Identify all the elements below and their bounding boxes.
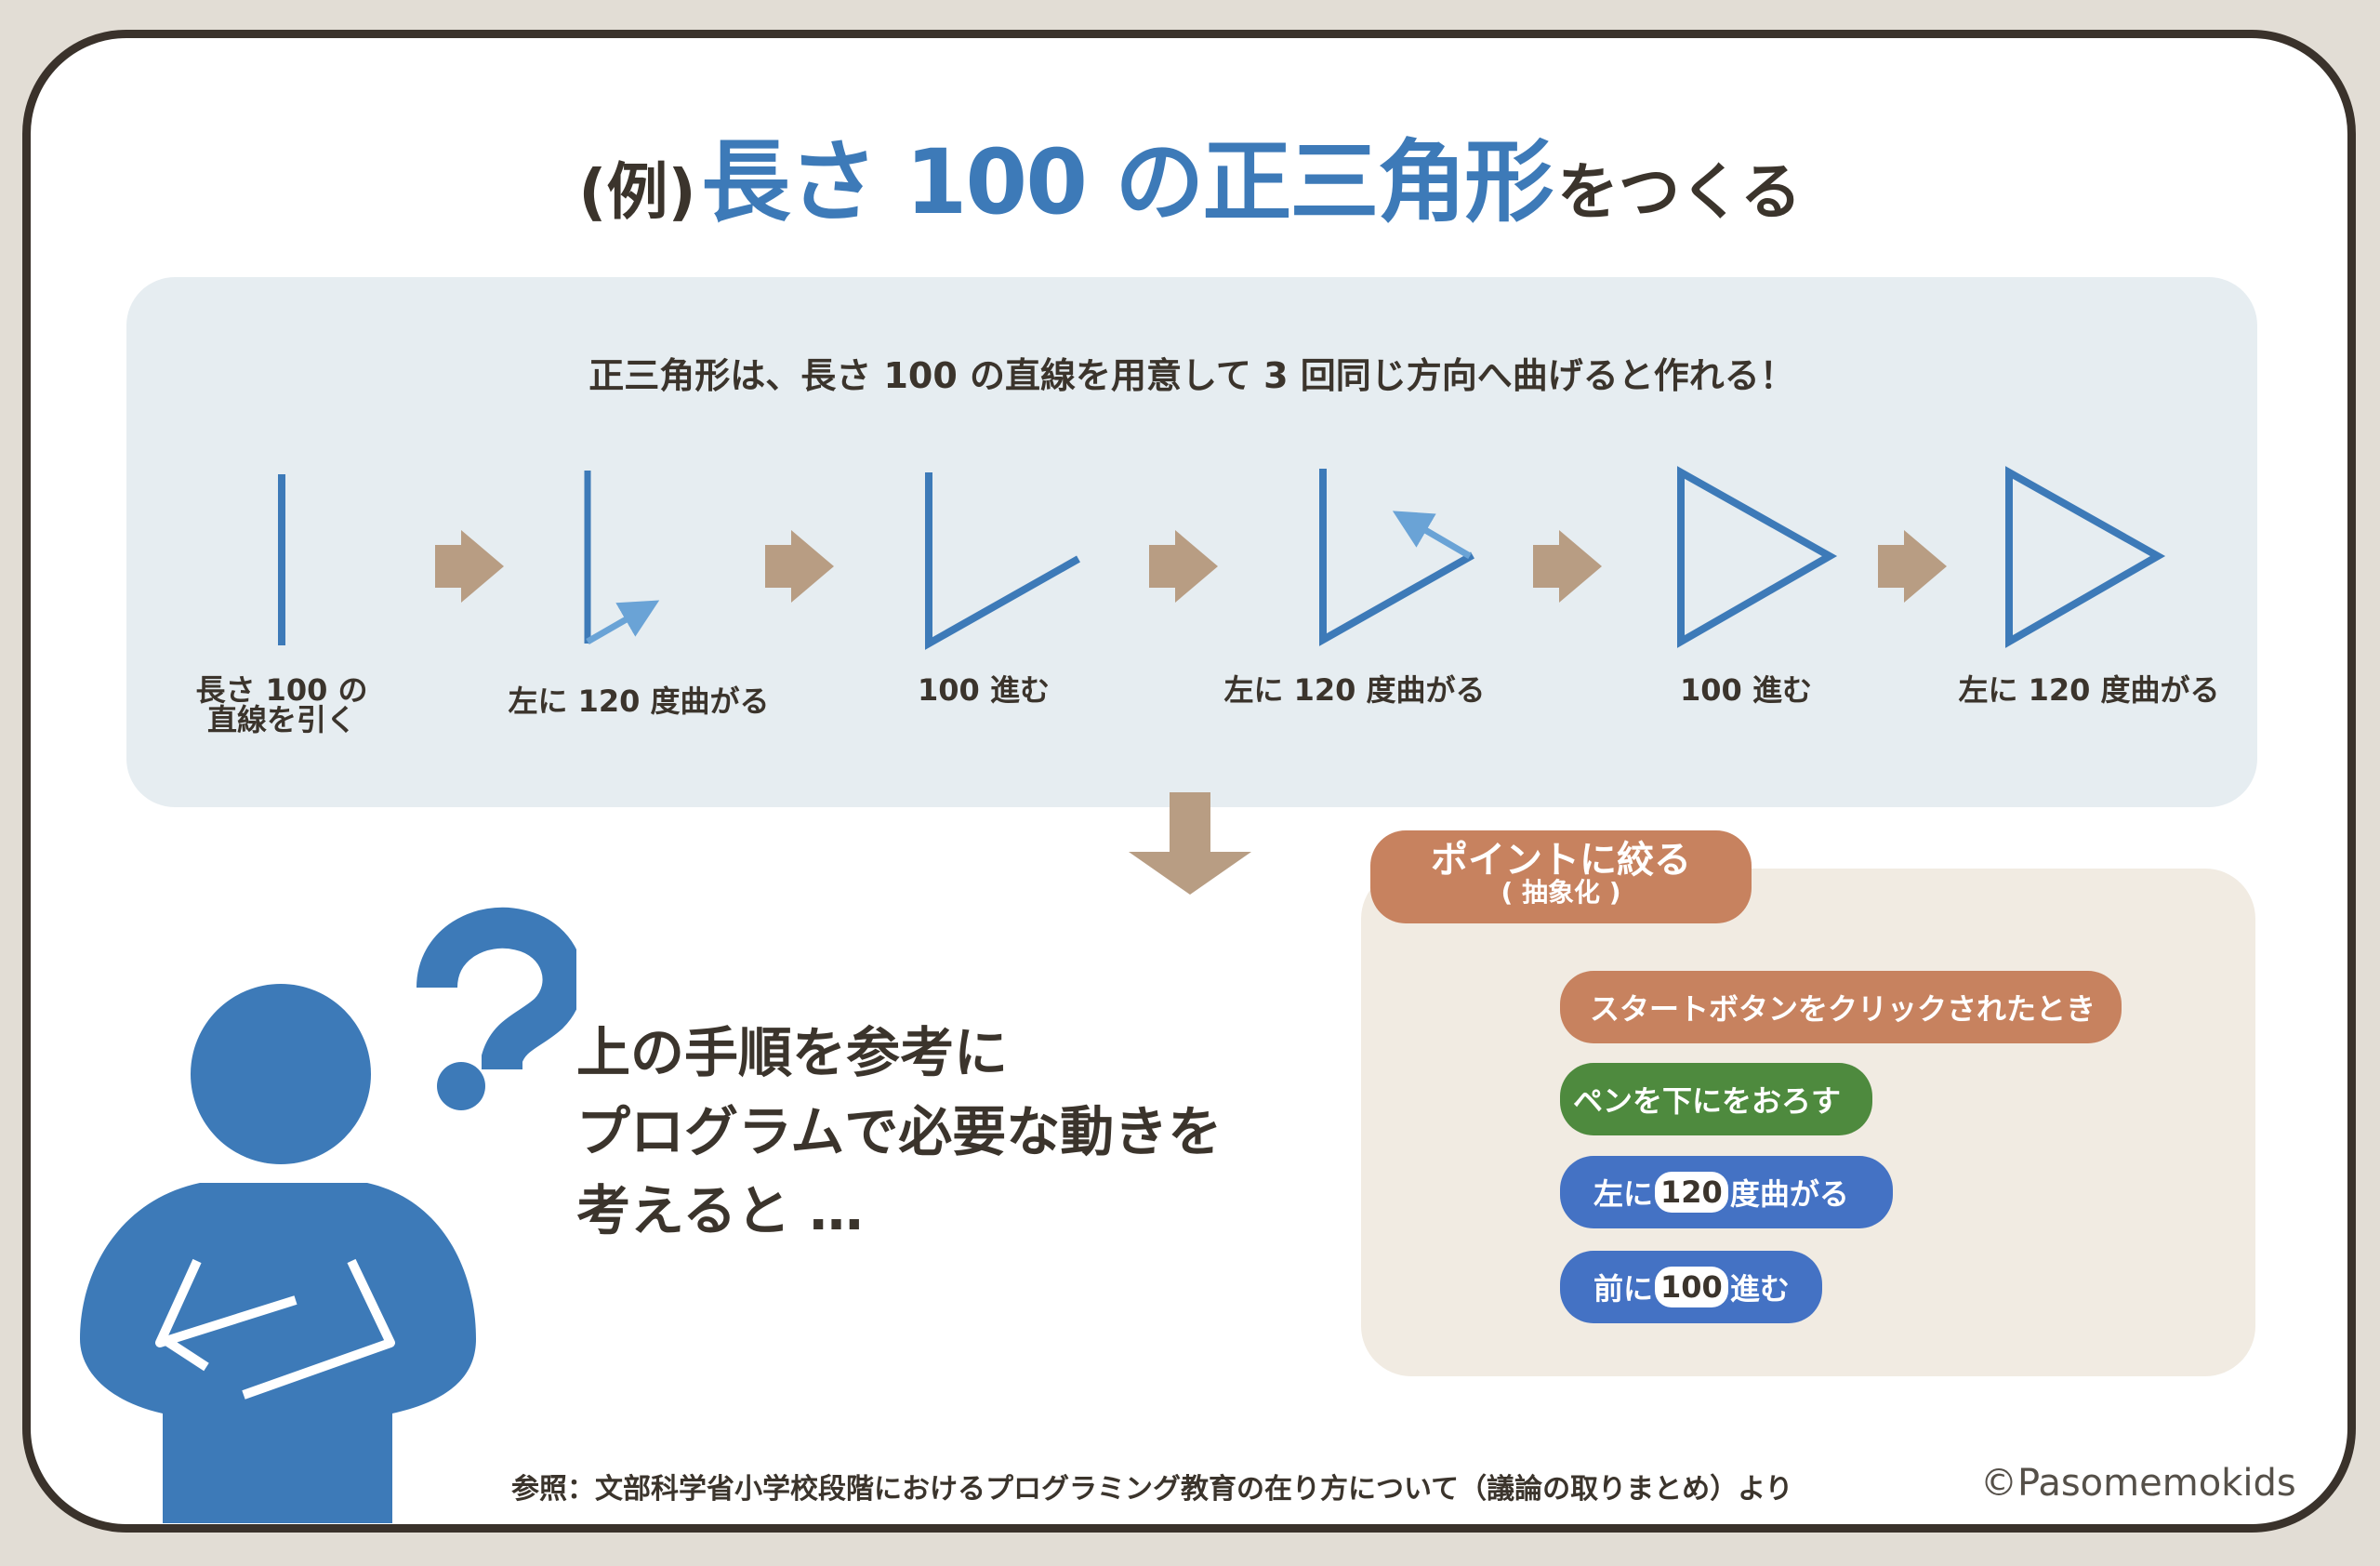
step1-label: 長さ 100 の 直線を引く: [193, 675, 370, 735]
question-line2: プログラムで必要な動きを: [576, 1100, 1223, 1163]
move-value-input: 100: [1655, 1267, 1728, 1307]
point-tab-title: ポイントに絞る: [1431, 839, 1691, 882]
thinking-person-illustration: [80, 907, 576, 1523]
pen-down-block: ペンを下にをおろす: [1560, 1063, 1872, 1135]
step5-label: 100 進む: [1680, 672, 1812, 708]
turn-block-prefix: 左に: [1593, 1176, 1654, 1212]
step4-label: 左に 120 度曲がる: [1223, 672, 1486, 708]
point-tab: ポイントに絞る ( 抽象化 ): [1370, 830, 1752, 923]
step1-label-line1: 長さ 100 の: [195, 672, 368, 708]
step-arrow-4: [1533, 530, 1602, 603]
step5-triangle: [1677, 466, 1838, 648]
event-block-start-clicked: スタートボタンをクリックされたとき: [1560, 971, 2122, 1043]
steps-illustration: [278, 466, 2166, 650]
crossed-arms: [155, 1258, 298, 1347]
title-suffix: をつくる: [1557, 156, 1802, 228]
move-block-suffix: 進む: [1729, 1271, 1790, 1307]
title-highlight: 長さ 100 の正三角形: [701, 130, 1554, 234]
step-arrow-3: [1149, 530, 1218, 603]
step4-shape: [1319, 469, 1474, 646]
question-line1: 上の手順を参考に: [576, 1021, 1009, 1084]
move-block-prefix: 前に: [1593, 1271, 1654, 1307]
page-title: (例) 長さ 100 の正三角形 をつくる: [0, 110, 2380, 234]
turn-block-suffix: 度曲がる: [1729, 1176, 1849, 1212]
step2-turn-arrow: [586, 600, 660, 645]
step3-label: 100 進む: [918, 672, 1050, 708]
turn-left-block: 左に 120 度曲がる: [1560, 1156, 1893, 1228]
pen-block-label: ペンを下にをおろす: [1573, 1083, 1842, 1119]
event-block-label: スタートボタンをクリックされたとき: [1590, 991, 2096, 1027]
point-tab-subtitle: ( 抽象化 ): [1501, 877, 1621, 908]
question-mark-icon: [416, 907, 576, 1110]
turn-value-input: 120: [1655, 1172, 1728, 1213]
steps-panel: 正三角形は、長さ 100 の直線を用意して 3 回同じ方向へ曲げると作れる！ 長…: [126, 277, 2257, 807]
move-forward-block: 前に 100 進む: [1560, 1251, 1822, 1323]
person-body: [80, 1183, 476, 1523]
step-arrow-2: [765, 530, 834, 603]
reference-note: 参照：文部科学省小学校段階におけるプログラミング教育の在り方について（議論の取り…: [511, 1473, 1793, 1506]
step3-shape: [925, 472, 1080, 650]
title-prefix: (例): [578, 156, 696, 228]
step6-triangle: [2005, 466, 2166, 648]
step6-label: 左に 120 度曲がる: [1958, 672, 2220, 708]
question-text: 上の手順を参考に プログラムで必要な動きを 考えると …: [576, 1014, 1320, 1251]
step-arrow-5: [1878, 530, 1947, 603]
question-line3: 考えると …: [576, 1179, 864, 1242]
copyright-credit: ©Pasomemokids: [1980, 1462, 2296, 1505]
step-arrow-1: [435, 530, 504, 603]
step2-label: 左に 120 度曲がる: [508, 683, 770, 719]
step1-label-line2: 直線を引く: [206, 702, 356, 737]
steps-headline: 正三角形は、長さ 100 の直線を用意して 3 回同じ方向へ曲げると作れる！: [588, 355, 1795, 396]
person-head: [191, 984, 371, 1164]
down-arrow: [1129, 792, 1251, 895]
step4-turn-arrow: [1392, 511, 1472, 560]
